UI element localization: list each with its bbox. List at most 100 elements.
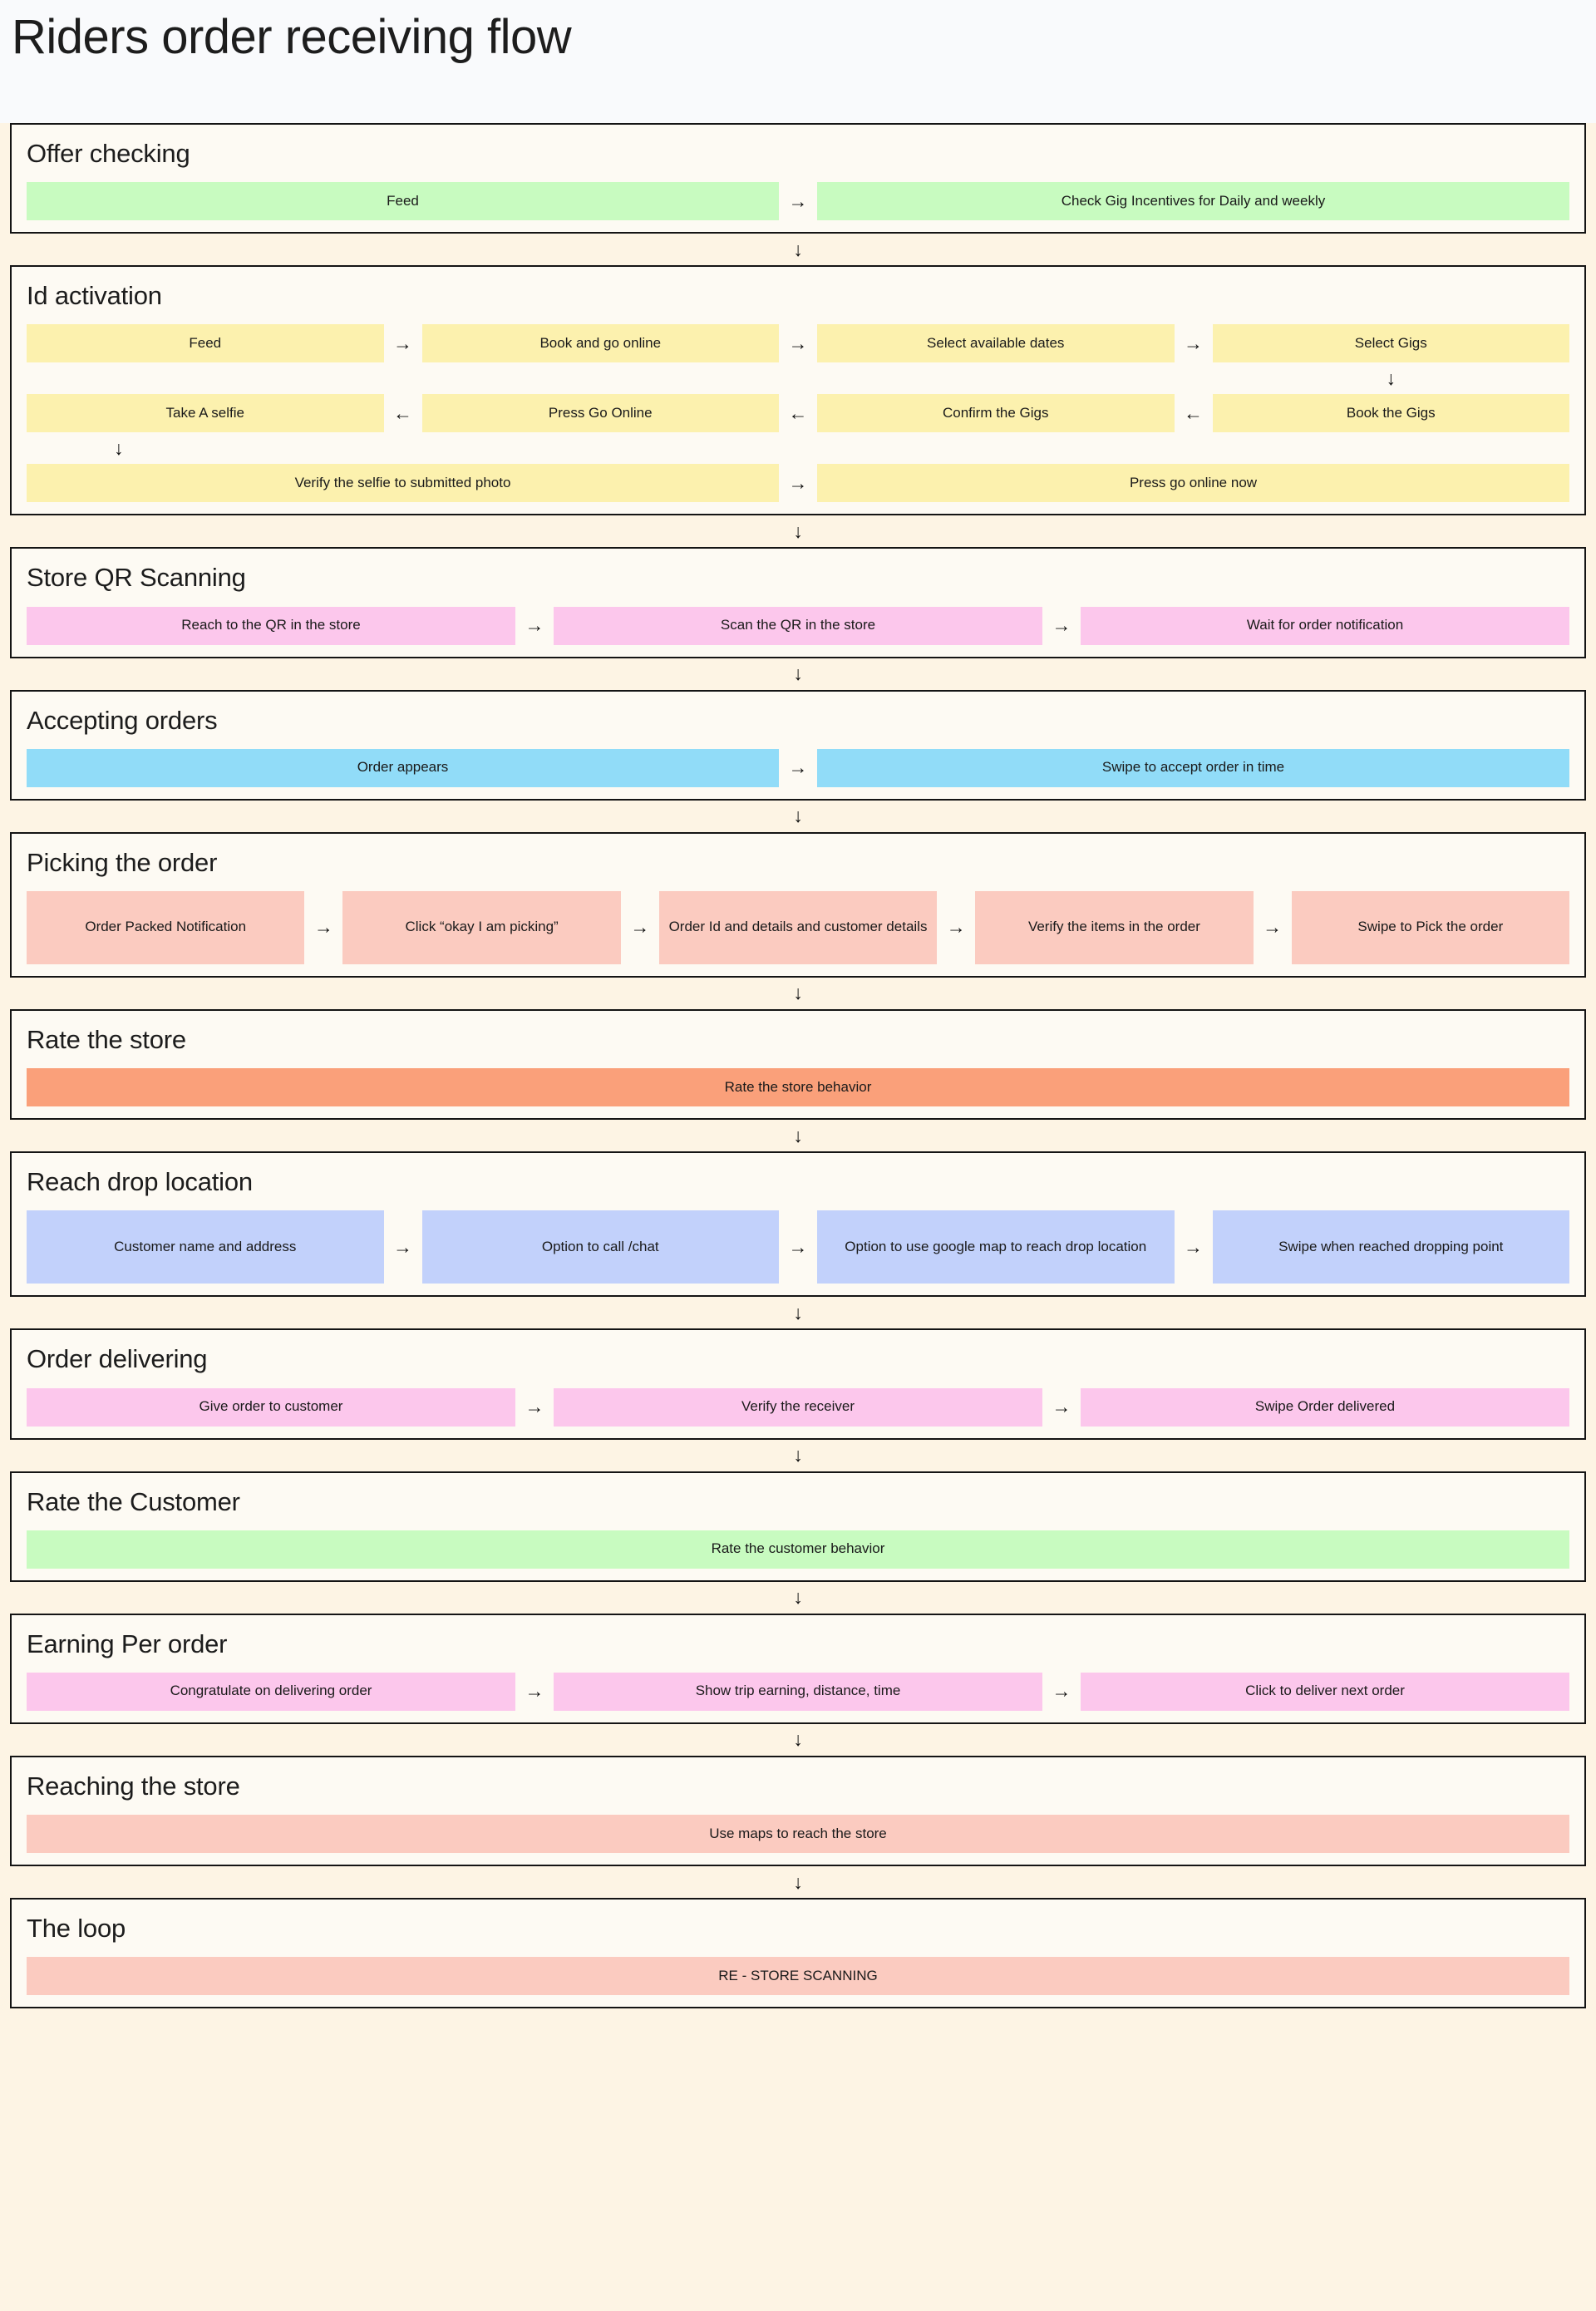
flow-node[interactable]: Give order to customer — [27, 1387, 515, 1427]
section-title: Picking the order — [27, 847, 218, 877]
flow-node[interactable]: Feed — [27, 324, 384, 363]
flow-node[interactable]: Option to use google map to reach drop l… — [817, 1210, 1175, 1284]
flow-node[interactable]: Reach to the QR in the store — [27, 606, 515, 645]
flow-node[interactable]: Take A selfie — [27, 394, 384, 433]
section-connector-arrow-down-icon: ↓ — [793, 1586, 803, 1609]
flow-row: Give order to customer → Verify the receiv… — [27, 1387, 1569, 1427]
section-connector-arrow-down-icon: ↓ — [793, 1870, 803, 1893]
section-title: Rate the Customer — [27, 1486, 240, 1516]
section-connector-arrow-down-icon: ↓ — [793, 520, 803, 542]
arrow-right-icon: → — [1184, 332, 1203, 354]
arrow-right-icon: → — [630, 916, 650, 939]
flow-node[interactable]: Select Gigs — [1212, 324, 1569, 363]
flow-row: Rate the customer behavior — [27, 1530, 1569, 1569]
flow-row: Use maps to reach the store — [27, 1815, 1569, 1854]
flow-row: Feed → Book and go online → Select available… — [27, 324, 1569, 363]
section-connector-arrow-down-icon: ↓ — [793, 1301, 803, 1323]
arrow-right-icon: → — [788, 190, 808, 212]
flow-row: Take A selfie ← Press Go Online ← Confirm th… — [27, 394, 1569, 433]
arrow-right-icon: → — [788, 471, 808, 494]
section-connector-arrow-down-icon: ↓ — [793, 805, 803, 827]
flow-node[interactable]: Verify the receiver — [554, 1387, 1042, 1427]
arrow-right-icon: → — [1263, 916, 1283, 939]
arrow-right-icon: → — [393, 1235, 412, 1258]
flow-row: Order appears→Swipe to accept order in t… — [27, 748, 1569, 787]
flow-node[interactable]: Wait for order notification — [1081, 606, 1569, 645]
section-title: The loop — [27, 1914, 126, 1944]
section-title: Reach drop location — [27, 1167, 253, 1197]
flow-node[interactable]: Scan the QR in the store — [554, 606, 1042, 645]
arrow-right-icon: → — [525, 614, 544, 637]
flow-row: Congratulate on delivering order → Show tr… — [27, 1672, 1569, 1711]
flow-connector-row: ↓ — [27, 432, 1569, 464]
flow-row: Verify the selfie to submitted photo → Pre… — [27, 464, 1569, 503]
flow-node[interactable]: Check Gig Incentives for Daily and weekl… — [817, 182, 1569, 221]
flow-node[interactable]: Order appears — [27, 748, 779, 787]
arrow-right-icon: → — [1052, 1396, 1071, 1417]
flow-node[interactable]: Swipe Order delivered — [1081, 1387, 1569, 1427]
flow-node[interactable]: Use maps to reach the store — [27, 1815, 1569, 1854]
section-connector-arrow-down-icon: ↓ — [793, 238, 803, 260]
flow-node[interactable]: Option to call /chat — [421, 1210, 779, 1284]
page-header: Riders order receiving flow — [0, 0, 1596, 123]
arrow-left-icon: ← — [393, 402, 412, 424]
flow-node[interactable]: RE - STORE SCANNING — [27, 1957, 1569, 1996]
arrow-left-icon: ← — [788, 402, 808, 424]
section-title: Reaching the store — [27, 1771, 240, 1801]
flow-node[interactable]: Book the Gigs — [1212, 394, 1569, 433]
flow-node[interactable]: Swipe when reached dropping point — [1212, 1210, 1569, 1284]
flow-node[interactable]: Press Go Online — [421, 394, 779, 433]
arrow-right-icon: → — [788, 332, 808, 354]
flow-node[interactable]: Order Packed Notification — [27, 890, 305, 964]
section-title: Earning Per order — [27, 1629, 228, 1658]
flow-row: RE - STORE SCANNING — [27, 1957, 1569, 1996]
arrow-right-icon: → — [393, 332, 412, 354]
page-title: Riders order receiving flow — [12, 10, 572, 64]
arrow-right-icon: → — [313, 916, 333, 939]
section-connector-arrow-down-icon: ↓ — [793, 1728, 803, 1751]
arrow-right-icon: → — [946, 916, 966, 939]
section-title: Order delivering — [27, 1344, 208, 1374]
flow-node[interactable]: Select available dates — [817, 324, 1175, 363]
flow-node[interactable]: Click “okay I am picking” — [342, 890, 621, 964]
arrow-right-icon: → — [788, 1235, 808, 1258]
arrow-right-icon: → — [525, 1396, 544, 1417]
flow-section-the-loop: The loop RE - STORE SCANNING — [10, 1898, 1586, 2009]
flow-node[interactable]: Verify the selfie to submitted photo — [27, 464, 779, 503]
flow-connector-row: ↓ — [27, 362, 1569, 394]
flow-node[interactable]: Book and go online — [421, 324, 779, 363]
flow-node[interactable]: Congratulate on delivering order — [27, 1672, 515, 1711]
section-title: Store QR Scanning — [27, 563, 246, 593]
flow-node[interactable]: Order Id and details and customer detail… — [658, 890, 938, 964]
flow-node[interactable]: Show trip earning, distance, time — [554, 1672, 1042, 1711]
arrow-right-icon: → — [525, 1680, 544, 1702]
arrow-right-icon: → — [1184, 1235, 1203, 1258]
section-connector-arrow-down-icon: ↓ — [793, 982, 803, 1004]
flow-node[interactable]: Rate the store behavior — [27, 1068, 1569, 1107]
flow-node[interactable]: Verify the items in the order — [975, 890, 1254, 964]
section-title: Accepting orders — [27, 705, 218, 735]
flow-row: Customer name and address → Option to call… — [27, 1210, 1569, 1284]
flow-node[interactable]: Customer name and address — [27, 1210, 384, 1284]
flow-row: Feed → Check Gig Incentives for Daily and … — [27, 182, 1569, 221]
flow-node[interactable]: Click to deliver next order — [1081, 1672, 1569, 1711]
flow-row: Order Packed Notification → Click “okay I … — [27, 890, 1570, 964]
section-connector-arrow-down-icon: ↓ — [793, 663, 803, 685]
flow-node[interactable]: Confirm the Gigs — [817, 394, 1175, 433]
flow-node[interactable]: Rate the customer behavior — [27, 1530, 1569, 1569]
flow-node[interactable]: Press go online now — [817, 464, 1569, 503]
flow-node[interactable]: Feed — [27, 182, 779, 221]
section-connector-arrow-down-icon: ↓ — [793, 1124, 803, 1146]
flow-node[interactable]: Swipe to Pick the order — [1291, 890, 1570, 964]
flow-node[interactable]: Swipe to accept order in time — [817, 748, 1569, 787]
